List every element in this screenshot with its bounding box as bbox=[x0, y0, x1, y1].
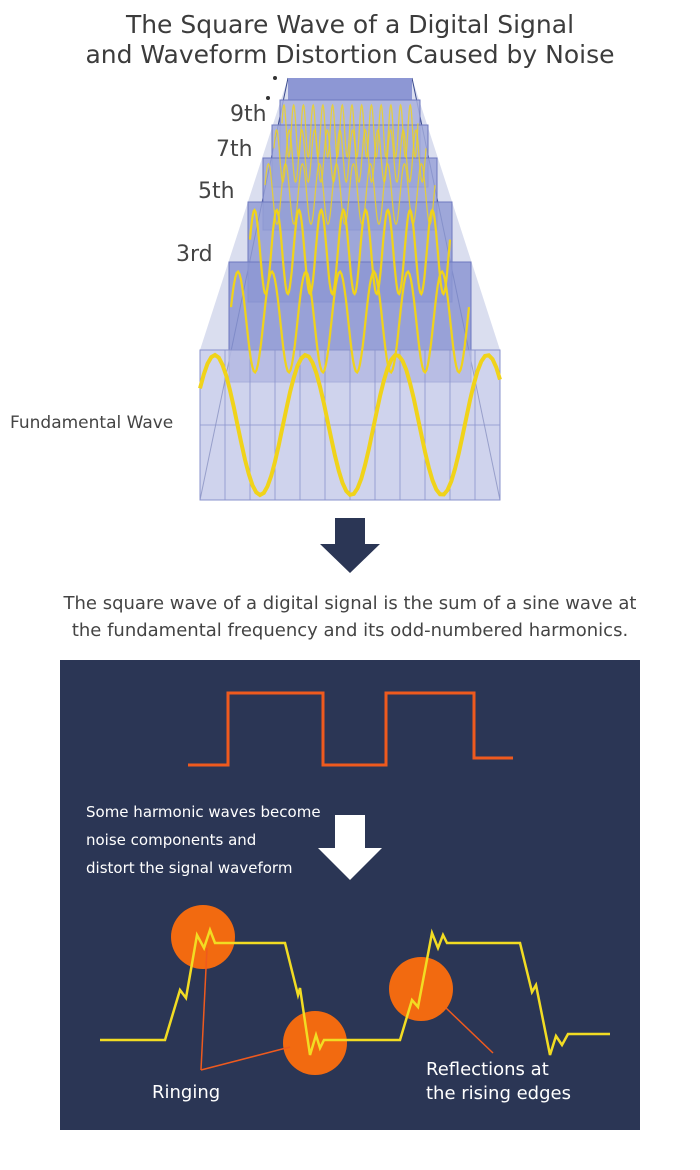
harmonic-sine-wave bbox=[229, 269, 471, 375]
harmonic-sine-wave bbox=[281, 103, 419, 159]
title-line-2: and Waveform Distortion Caused by Noise bbox=[85, 40, 615, 69]
harmonic-label-5th: 5th bbox=[198, 179, 235, 204]
ringing-circle-top bbox=[171, 905, 235, 969]
harmonic-sine-wave bbox=[273, 128, 427, 184]
fundamental-sine-wave bbox=[198, 352, 502, 498]
ringing-callout-line bbox=[200, 947, 208, 1071]
down-arrow-icon bbox=[320, 518, 380, 573]
title-line-1: The Square Wave of a Digital Signal bbox=[125, 10, 575, 39]
reflection-callout-line bbox=[445, 1007, 494, 1054]
ringing-circle-bottom bbox=[283, 1011, 347, 1075]
harmonic-sine-wave bbox=[248, 208, 452, 296]
reflections-line-1: Reflections at bbox=[426, 1059, 549, 1080]
explanation-caption: The square wave of a digital signal is t… bbox=[0, 590, 700, 644]
ringing-label: Ringing bbox=[152, 1082, 221, 1103]
ellipsis-dot bbox=[273, 76, 277, 80]
distortion-panel bbox=[60, 660, 640, 1130]
noise-note: Some harmonic waves become noise compone… bbox=[86, 798, 321, 882]
harmonic-sine-wave bbox=[264, 162, 436, 226]
ideal-square-wave bbox=[188, 691, 513, 767]
layer-top bbox=[288, 78, 412, 100]
diagram-title: The Square Wave of a Digital Signal and … bbox=[0, 10, 700, 70]
caption-line-2: the fundamental frequency and its odd-nu… bbox=[71, 620, 629, 641]
reflections-line-2: the rising edges bbox=[426, 1083, 571, 1104]
caption-line-1: The square wave of a digital signal is t… bbox=[63, 593, 637, 614]
reflections-label: Reflections at the rising edges bbox=[426, 1058, 571, 1106]
ellipsis-dot bbox=[266, 96, 270, 100]
harmonic-label-9th: 9th bbox=[230, 102, 267, 127]
fundamental-wave-label: Fundamental Wave bbox=[10, 413, 174, 433]
harmonic-label-7th: 7th bbox=[216, 137, 253, 162]
distorted-wave bbox=[100, 926, 610, 1056]
ringing-callout-line bbox=[200, 1046, 291, 1071]
noise-note-line-3: distort the signal waveform bbox=[86, 859, 293, 877]
noise-note-line-1: Some harmonic waves become bbox=[86, 803, 321, 821]
harmonic-label-3rd: 3rd bbox=[176, 242, 213, 267]
down-arrow-icon bbox=[318, 815, 382, 880]
noise-note-line-2: noise components and bbox=[86, 831, 257, 849]
